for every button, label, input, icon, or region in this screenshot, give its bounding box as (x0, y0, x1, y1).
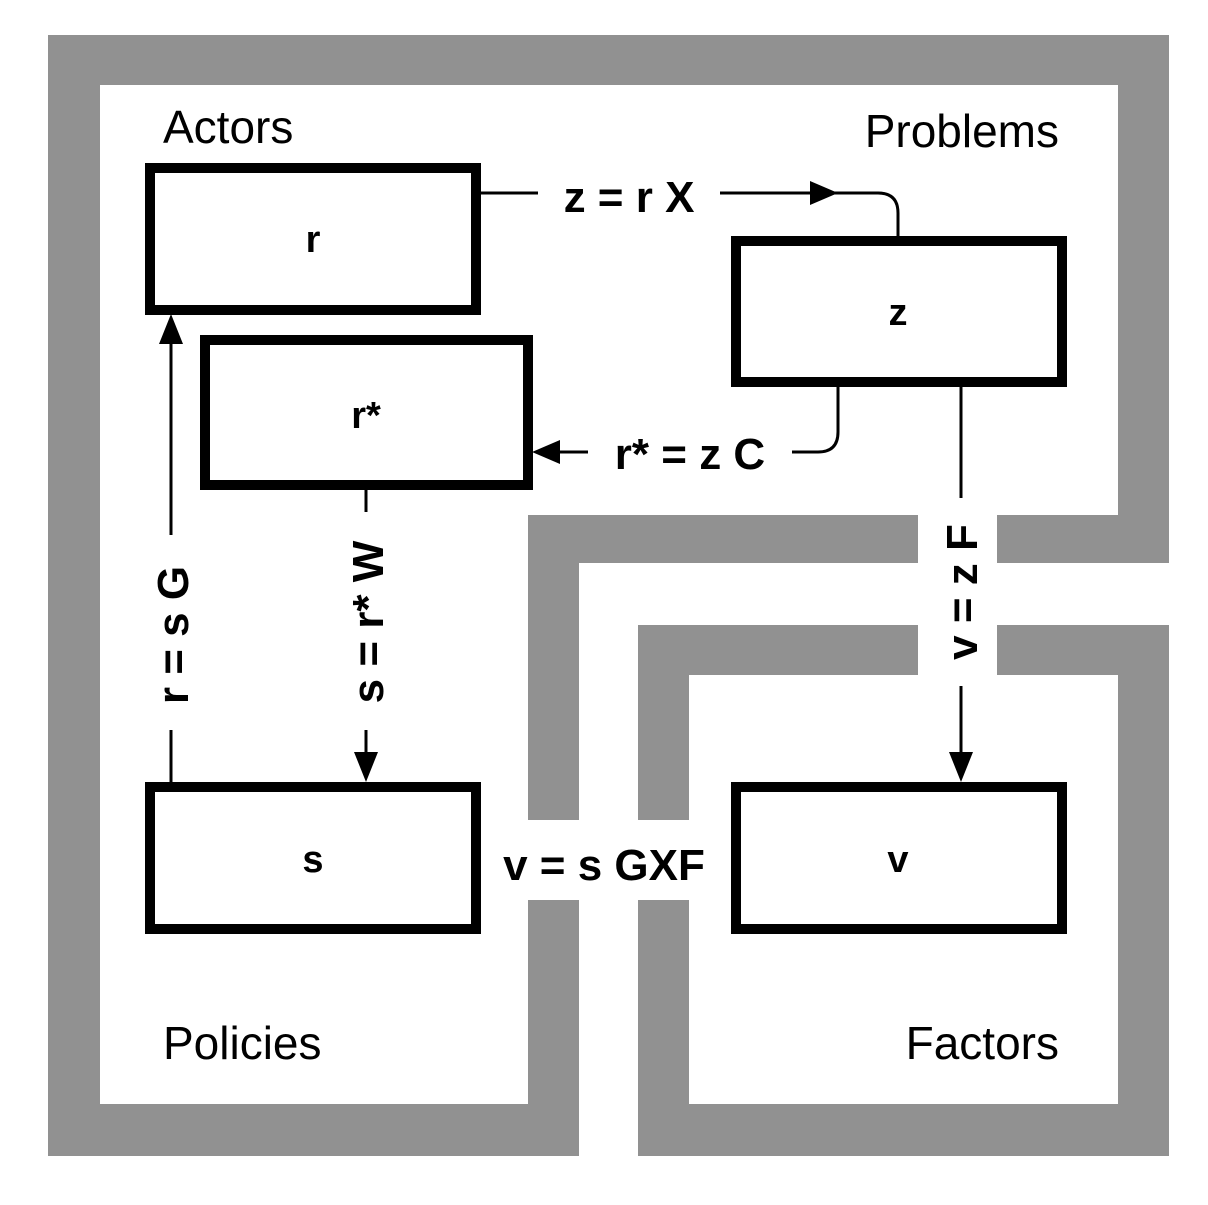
wall-vert-left-upper (528, 515, 579, 820)
box-label-v: v (887, 839, 908, 881)
wall-vert-left-lower (528, 900, 579, 1156)
wall-outer-left (48, 35, 100, 1156)
box-z: z (731, 236, 1067, 387)
box-r-star: r* (200, 335, 533, 490)
wall-mid-upper-left (528, 515, 918, 563)
wall-outer-right-upper (1118, 35, 1169, 563)
wall-mid-lower-right (997, 625, 1169, 675)
equation-r-star-z-c: r* = z C (615, 430, 765, 479)
wall-vert-right-upper (638, 625, 689, 820)
box-label-r-star: r* (351, 395, 381, 437)
arrowhead-up-icon (159, 314, 183, 344)
wall-vert-right-lower (638, 900, 689, 1156)
arrowhead-left-icon (532, 440, 560, 464)
arrowhead-down-icon (949, 752, 973, 782)
box-label-r: r (306, 219, 321, 261)
connector-z-to-r-star (532, 385, 840, 464)
wall-outer-bottom-right (638, 1104, 1169, 1156)
box-label-s: s (302, 839, 323, 881)
wall-outer-bottom-left (48, 1104, 579, 1156)
equation-v-s-gxf: v = s GXF (503, 841, 705, 890)
region-label-factors: Factors (906, 1017, 1059, 1069)
connector-r-star-to-s (354, 487, 378, 782)
arrowhead-right-icon (810, 181, 838, 205)
equation-r-s-g: r = s G (149, 566, 198, 704)
box-v: v (731, 782, 1067, 934)
box-r: r (145, 163, 481, 315)
box-s: s (145, 782, 481, 934)
equation-z-r-x: z = r X (564, 173, 695, 222)
arrowhead-down-icon (354, 752, 378, 782)
connector-s-to-r (159, 314, 183, 784)
equation-s-r-star-w: s = r* W (344, 540, 393, 703)
region-label-policies: Policies (163, 1017, 322, 1069)
wall-mid-upper-right (997, 515, 1169, 563)
connector-z-to-v (949, 385, 973, 782)
wall-outer-right-lower (1118, 625, 1169, 1156)
equation-v-z-f: v = z F (938, 524, 987, 660)
box-label-z: z (889, 292, 908, 334)
connector-r-to-z (479, 181, 900, 238)
region-walls (48, 35, 1169, 1156)
region-label-problems: Problems (865, 105, 1059, 157)
region-label-actors: Actors (163, 101, 293, 153)
wall-outer-top (48, 35, 1169, 85)
